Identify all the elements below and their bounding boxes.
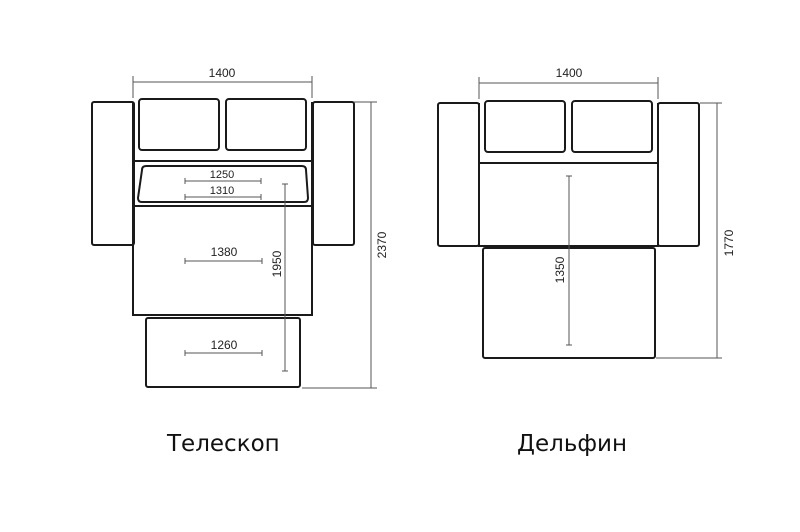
seat-cushion (136, 165, 310, 203)
back-cushion-right (225, 98, 307, 151)
dim-overall-width: 1400 (132, 66, 313, 98)
telescope-sofa-drawing: 1400 1250 1310 1380 1260 (91, 66, 389, 389)
dolphin-title: Дельфин (517, 431, 628, 457)
back-cushion-left (484, 100, 566, 153)
dim-overall-length: 2370 (302, 101, 389, 389)
dim-extension-width: 1260 (184, 338, 263, 356)
dim-main-berth-width: 1380 (184, 245, 263, 264)
back-cushion-left (138, 98, 220, 151)
left-armrest (91, 101, 135, 246)
svg-text:1770: 1770 (722, 229, 736, 256)
dim-seat-back-width: 1250 (184, 169, 262, 184)
svg-text:1400: 1400 (556, 66, 583, 80)
dim-berth-length: 1950 (270, 183, 288, 372)
back-cushion-right (571, 100, 653, 153)
svg-text:1950: 1950 (270, 250, 284, 277)
svg-text:1350: 1350 (553, 256, 567, 283)
svg-text:1250: 1250 (210, 169, 234, 181)
svg-text:2370: 2370 (375, 231, 389, 258)
dolphin-sofa-drawing: 1400 1350 1770 (437, 66, 736, 359)
svg-text:1260: 1260 (211, 338, 238, 352)
dim-seat-front-width: 1310 (184, 185, 262, 200)
sofa-body-frame (132, 102, 313, 316)
pullout-extension (145, 317, 301, 388)
svg-text:1380: 1380 (211, 245, 238, 259)
dim-overall-width: 1400 (478, 66, 659, 99)
right-armrest (657, 102, 700, 247)
left-armrest (437, 102, 480, 247)
right-armrest (312, 101, 355, 246)
svg-text:1310: 1310 (210, 185, 234, 197)
dim-overall-length: 1770 (656, 102, 736, 359)
telescope-title: Телескоп (167, 431, 280, 457)
dim-label-1400: 1400 (209, 66, 236, 80)
dim-berth-length: 1350 (553, 175, 572, 346)
